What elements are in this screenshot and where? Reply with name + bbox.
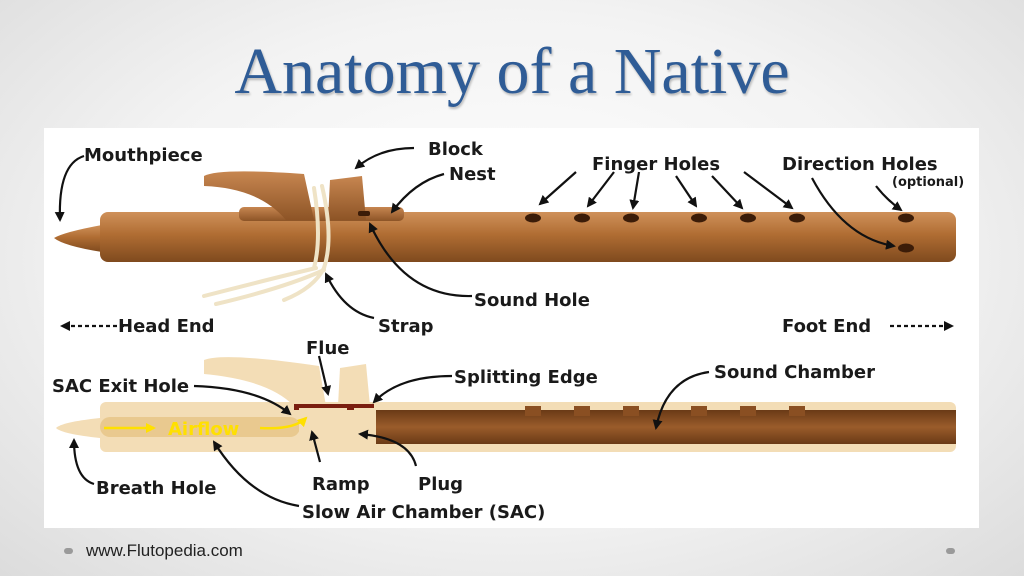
diagram-panel: Mouthpiece Block Nest Finger Holes Direc…	[44, 128, 979, 528]
slide-title: Anatomy of a Native	[234, 35, 790, 108]
sound-hole	[358, 211, 370, 216]
bottom-arrows	[60, 321, 954, 508]
label-block: Block	[428, 139, 484, 160]
cutaway-finger-holes	[525, 406, 805, 416]
slide-dot-left	[64, 548, 73, 554]
label-finger-holes: Finger Holes	[592, 154, 720, 175]
airflow-arrow-out	[259, 416, 308, 430]
label-breath-hole: Breath Hole	[96, 478, 216, 499]
label-sound-chamber: Sound Chamber	[714, 362, 875, 383]
strap	[202, 184, 331, 306]
label-airflow: Airflow	[168, 419, 239, 440]
flute-exterior	[54, 171, 956, 306]
label-strap: Strap	[378, 316, 434, 337]
cutaway-tip	[56, 418, 100, 438]
label-foot-end: Foot End	[782, 316, 871, 337]
footer-url: www.Flutopedia.com	[86, 541, 243, 560]
ramp	[299, 408, 347, 440]
slide-dot-right	[946, 548, 955, 554]
flute-anatomy-diagram: Mouthpiece Block Nest Finger Holes Direc…	[52, 139, 964, 523]
label-sac-exit-hole: SAC Exit Hole	[52, 376, 189, 397]
finger-holes	[525, 213, 805, 223]
label-sound-hole: Sound Hole	[474, 290, 590, 311]
label-head-end: Head End	[118, 316, 215, 337]
block-fetish	[204, 171, 314, 220]
label-direction-holes: Direction Holes	[782, 154, 938, 175]
label-slow-air-chamber: Slow Air Chamber (SAC)	[302, 502, 545, 523]
mouthpiece-tip	[54, 225, 102, 252]
sound-chamber-bore	[374, 410, 956, 444]
flute-body	[100, 212, 956, 262]
direction-holes	[898, 213, 914, 253]
top-arrows	[54, 146, 903, 320]
label-splitting-edge: Splitting Edge	[454, 367, 598, 388]
block-rear-section	[338, 364, 370, 406]
label-flue: Flue	[306, 338, 350, 359]
plug	[354, 408, 376, 448]
nest-base	[239, 207, 404, 221]
flute-cutaway	[56, 357, 956, 452]
label-plug: Plug	[418, 474, 463, 495]
block-section	[204, 357, 326, 406]
label-ramp: Ramp	[312, 474, 370, 495]
flue-channel	[294, 404, 374, 410]
label-nest: Nest	[449, 164, 496, 185]
label-mouthpiece: Mouthpiece	[84, 145, 203, 166]
block	[328, 176, 366, 220]
label-optional: (optional)	[892, 175, 964, 190]
